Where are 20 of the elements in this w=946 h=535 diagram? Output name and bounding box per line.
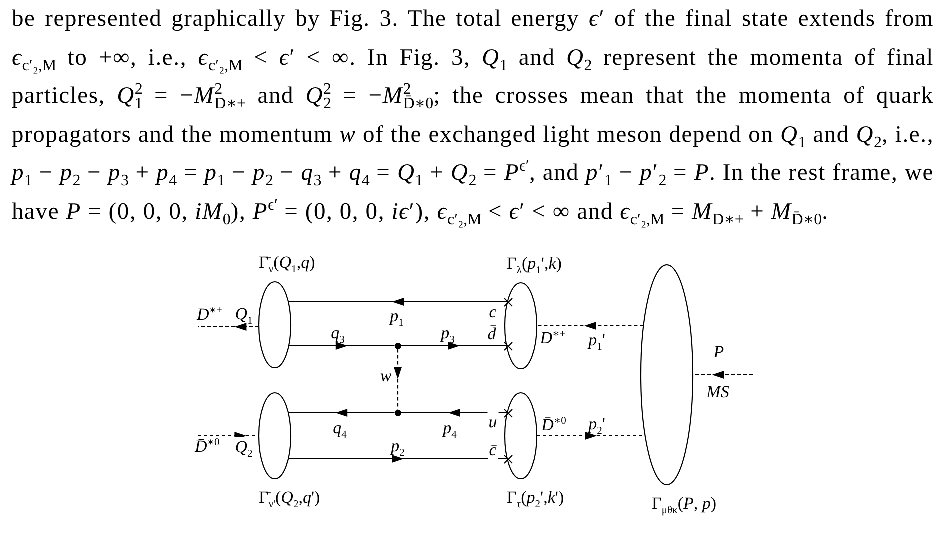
arrow: [401, 342, 507, 350]
meson-label: D$^{∗+}$: [197, 305, 222, 327]
dashed-arrow: [693, 371, 753, 379]
arrow: [289, 342, 395, 350]
vertex-function-label: Γ$_{τ}$(p$_{2}$',k'): [507, 488, 564, 508]
dashed-arrow: [198, 323, 259, 331]
dashed-arrow: [198, 432, 259, 440]
vertex-function-label: Γ$_{λ}$(p$_{1}$',k): [507, 254, 562, 274]
vertex-function-label: Γ̄$_{ν'}$(Q$_{2}$,q'): [259, 488, 320, 508]
dashed-arrow: [394, 349, 402, 410]
arrow: [288, 455, 508, 463]
dashed-arrow: [537, 322, 644, 330]
arrow: [288, 298, 508, 306]
meson-label: D̄$^{∗0}$: [195, 437, 220, 456]
arrow: [288, 409, 395, 417]
edge-label: Q$_{2}$: [234, 438, 254, 456]
vertex-function-label: Γ$_{μθκ}$(P, p): [652, 494, 717, 514]
vertex-function-label: Γ̄$_{ν}$(Q$_{1}$,q): [259, 253, 316, 273]
arrow: [401, 409, 508, 417]
dashed-arrow: [537, 432, 646, 440]
